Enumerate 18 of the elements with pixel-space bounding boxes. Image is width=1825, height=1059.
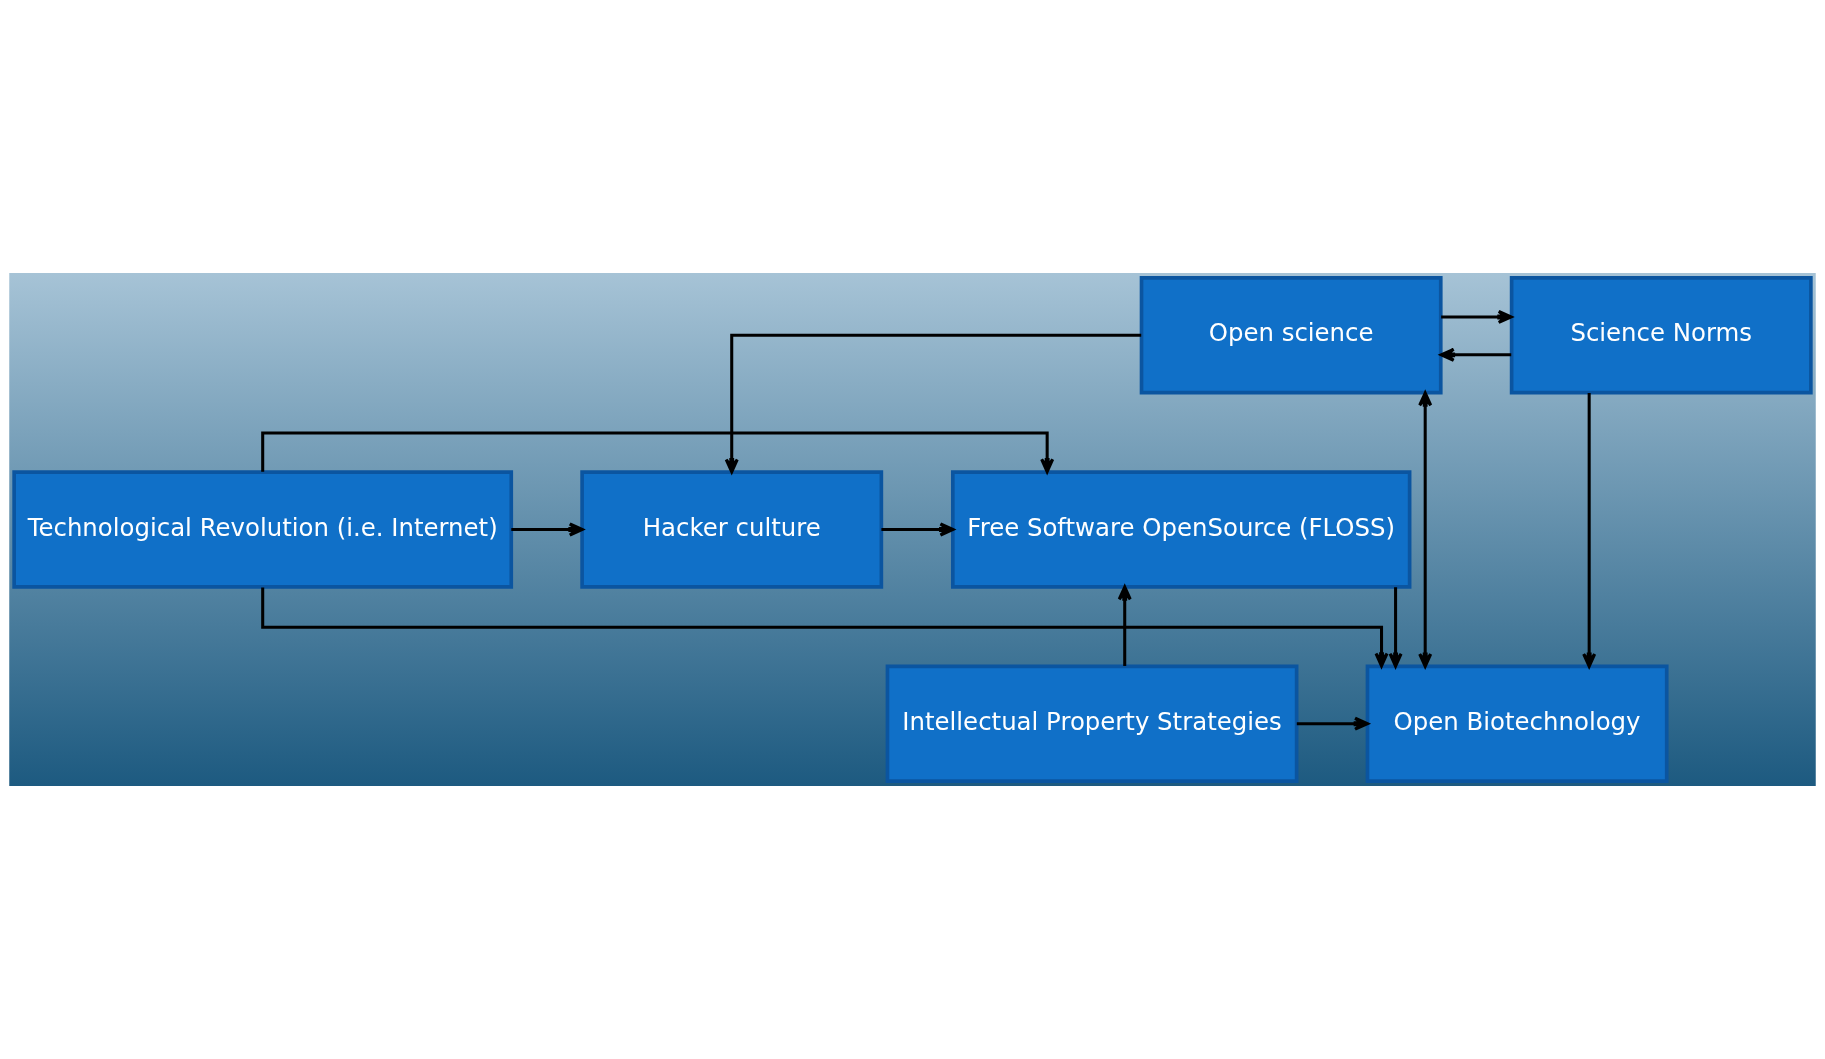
arrow [724,333,1142,474]
arrow [1296,716,1369,731]
node-box: Science Norms [1509,276,1813,395]
arrow [511,522,584,537]
node-box: Technological Revolution (i.e. Internet) [12,470,514,589]
node-box: Open science [1139,276,1443,395]
arrow [1439,347,1512,362]
node-box: Hacker culture [580,470,884,589]
arrow [1441,309,1513,324]
arrow [1418,391,1433,668]
arrow [1582,393,1597,668]
arrow [261,431,1055,474]
node-box: Intellectual Property Strategies [885,664,1299,783]
arrow [881,522,955,537]
arrow [1388,587,1403,668]
node-box: Free Software OpenSource (FLOSS) [950,470,1412,589]
node-box: Open Biotechnology [1365,664,1669,783]
arrow [1117,585,1132,666]
